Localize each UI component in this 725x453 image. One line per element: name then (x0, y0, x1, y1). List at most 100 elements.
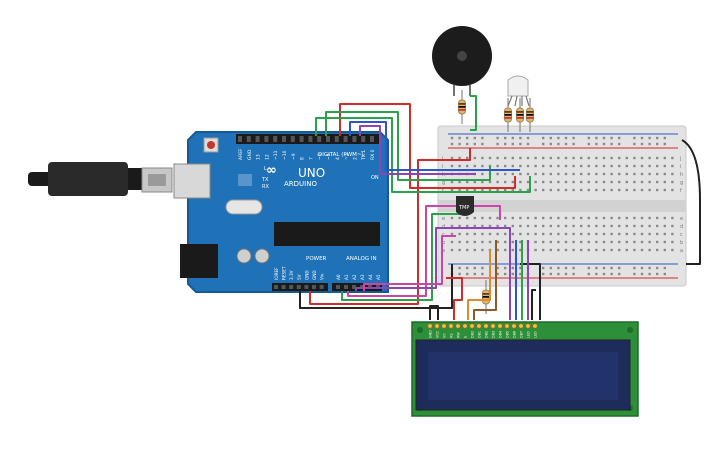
breadboard-hole[interactable] (671, 240, 674, 244)
breadboard-hole[interactable] (473, 164, 476, 168)
digital-pin[interactable] (352, 136, 357, 142)
breadboard-hole[interactable] (557, 164, 560, 168)
breadboard-hole[interactable] (625, 232, 628, 236)
breadboard-hole[interactable] (549, 248, 552, 252)
breadboard-hole[interactable] (625, 172, 628, 176)
breadboard-hole[interactable] (572, 164, 575, 168)
breadboard-hole[interactable] (656, 156, 659, 160)
rail-hole[interactable] (504, 266, 507, 270)
breadboard-hole[interactable] (534, 240, 537, 244)
lcd-pin[interactable] (427, 323, 433, 329)
breadboard-hole[interactable] (602, 180, 606, 184)
breadboard-hole[interactable] (504, 164, 507, 168)
rail-hole[interactable] (458, 272, 461, 276)
breadboard-hole[interactable] (488, 180, 492, 184)
breadboard-hole[interactable] (587, 240, 590, 244)
breadboard-hole[interactable] (473, 216, 476, 220)
breadboard-hole[interactable] (656, 164, 659, 168)
breadboard-hole[interactable] (564, 180, 568, 184)
breadboard-hole[interactable] (640, 248, 644, 252)
breadboard-hole[interactable] (549, 224, 552, 228)
rail-hole[interactable] (549, 142, 552, 146)
lcd-pin[interactable] (504, 323, 510, 329)
breadboard-hole[interactable] (526, 224, 530, 228)
breadboard-hole[interactable] (625, 188, 628, 192)
breadboard-hole[interactable] (549, 156, 552, 160)
breadboard-hole[interactable] (602, 240, 606, 244)
breadboard-hole[interactable] (519, 248, 522, 252)
breadboard-hole[interactable] (595, 180, 598, 184)
breadboard-hole[interactable] (633, 188, 636, 192)
breadboard-hole[interactable] (572, 232, 575, 236)
breadboard-hole[interactable] (656, 224, 659, 228)
rail-hole[interactable] (519, 272, 522, 276)
rail-hole[interactable] (481, 266, 484, 270)
rail-hole[interactable] (595, 136, 598, 140)
piezo-buzzer[interactable] (432, 26, 492, 96)
breadboard-hole[interactable] (587, 248, 590, 252)
breadboard-hole[interactable] (534, 232, 537, 236)
breadboard-hole[interactable] (466, 224, 469, 228)
rail-hole[interactable] (595, 266, 598, 270)
rail-hole[interactable] (549, 136, 552, 140)
digital-pin[interactable] (246, 136, 251, 142)
breadboard-hole[interactable] (496, 180, 499, 184)
breadboard-hole[interactable] (618, 156, 621, 160)
breadboard-hole[interactable] (671, 180, 674, 184)
breadboard-hole[interactable] (587, 232, 590, 236)
rail-hole[interactable] (511, 266, 514, 270)
breadboard-hole[interactable] (481, 188, 484, 192)
breadboard-hole[interactable] (466, 164, 469, 168)
breadboard-hole[interactable] (526, 216, 530, 220)
rail-hole[interactable] (504, 142, 507, 146)
breadboard-hole[interactable] (519, 180, 522, 184)
breadboard-hole[interactable] (580, 232, 583, 236)
breadboard-hole[interactable] (618, 240, 621, 244)
breadboard-hole[interactable] (610, 188, 613, 192)
rail-hole[interactable] (473, 272, 476, 276)
digital-pin[interactable] (361, 136, 366, 142)
rail-hole[interactable] (542, 136, 545, 140)
breadboard-hole[interactable] (625, 180, 628, 184)
rail-hole[interactable] (663, 142, 666, 146)
breadboard-hole[interactable] (640, 232, 644, 236)
breadboard-hole[interactable] (618, 164, 621, 168)
breadboard-hole[interactable] (450, 216, 454, 220)
lcd-pin[interactable] (455, 323, 461, 329)
breadboard-hole[interactable] (595, 240, 598, 244)
breadboard-hole[interactable] (572, 216, 575, 220)
breadboard-hole[interactable] (542, 172, 545, 176)
breadboard-hole[interactable] (450, 224, 454, 228)
breadboard-hole[interactable] (549, 180, 552, 184)
rail-hole[interactable] (496, 266, 499, 270)
breadboard-hole[interactable] (648, 224, 651, 228)
breadboard-hole[interactable] (473, 180, 476, 184)
breadboard-hole[interactable] (587, 216, 590, 220)
breadboard-hole[interactable] (534, 180, 537, 184)
rail-hole[interactable] (648, 272, 651, 276)
rail-hole[interactable] (648, 142, 651, 146)
breadboard-hole[interactable] (640, 240, 644, 244)
breadboard-hole[interactable] (618, 172, 621, 176)
breadboard-hole[interactable] (542, 224, 545, 228)
rail-hole[interactable] (656, 266, 659, 270)
breadboard-hole[interactable] (564, 240, 568, 244)
breadboard-hole[interactable] (511, 164, 514, 168)
breadboard-hole[interactable] (481, 164, 484, 168)
breadboard-hole[interactable] (595, 232, 598, 236)
rail-hole[interactable] (595, 272, 598, 276)
breadboard-hole[interactable] (511, 216, 514, 220)
rail-hole[interactable] (473, 266, 476, 270)
lcd-pin[interactable] (525, 323, 531, 329)
lcd-pin[interactable] (434, 323, 440, 329)
breadboard-hole[interactable] (610, 224, 613, 228)
breadboard-hole[interactable] (504, 172, 507, 176)
breadboard-hole[interactable] (534, 248, 537, 252)
breadboard-hole[interactable] (602, 188, 606, 192)
breadboard-hole[interactable] (504, 180, 507, 184)
rail-hole[interactable] (466, 136, 469, 140)
breadboard-hole[interactable] (633, 216, 636, 220)
breadboard-hole[interactable] (663, 164, 666, 168)
